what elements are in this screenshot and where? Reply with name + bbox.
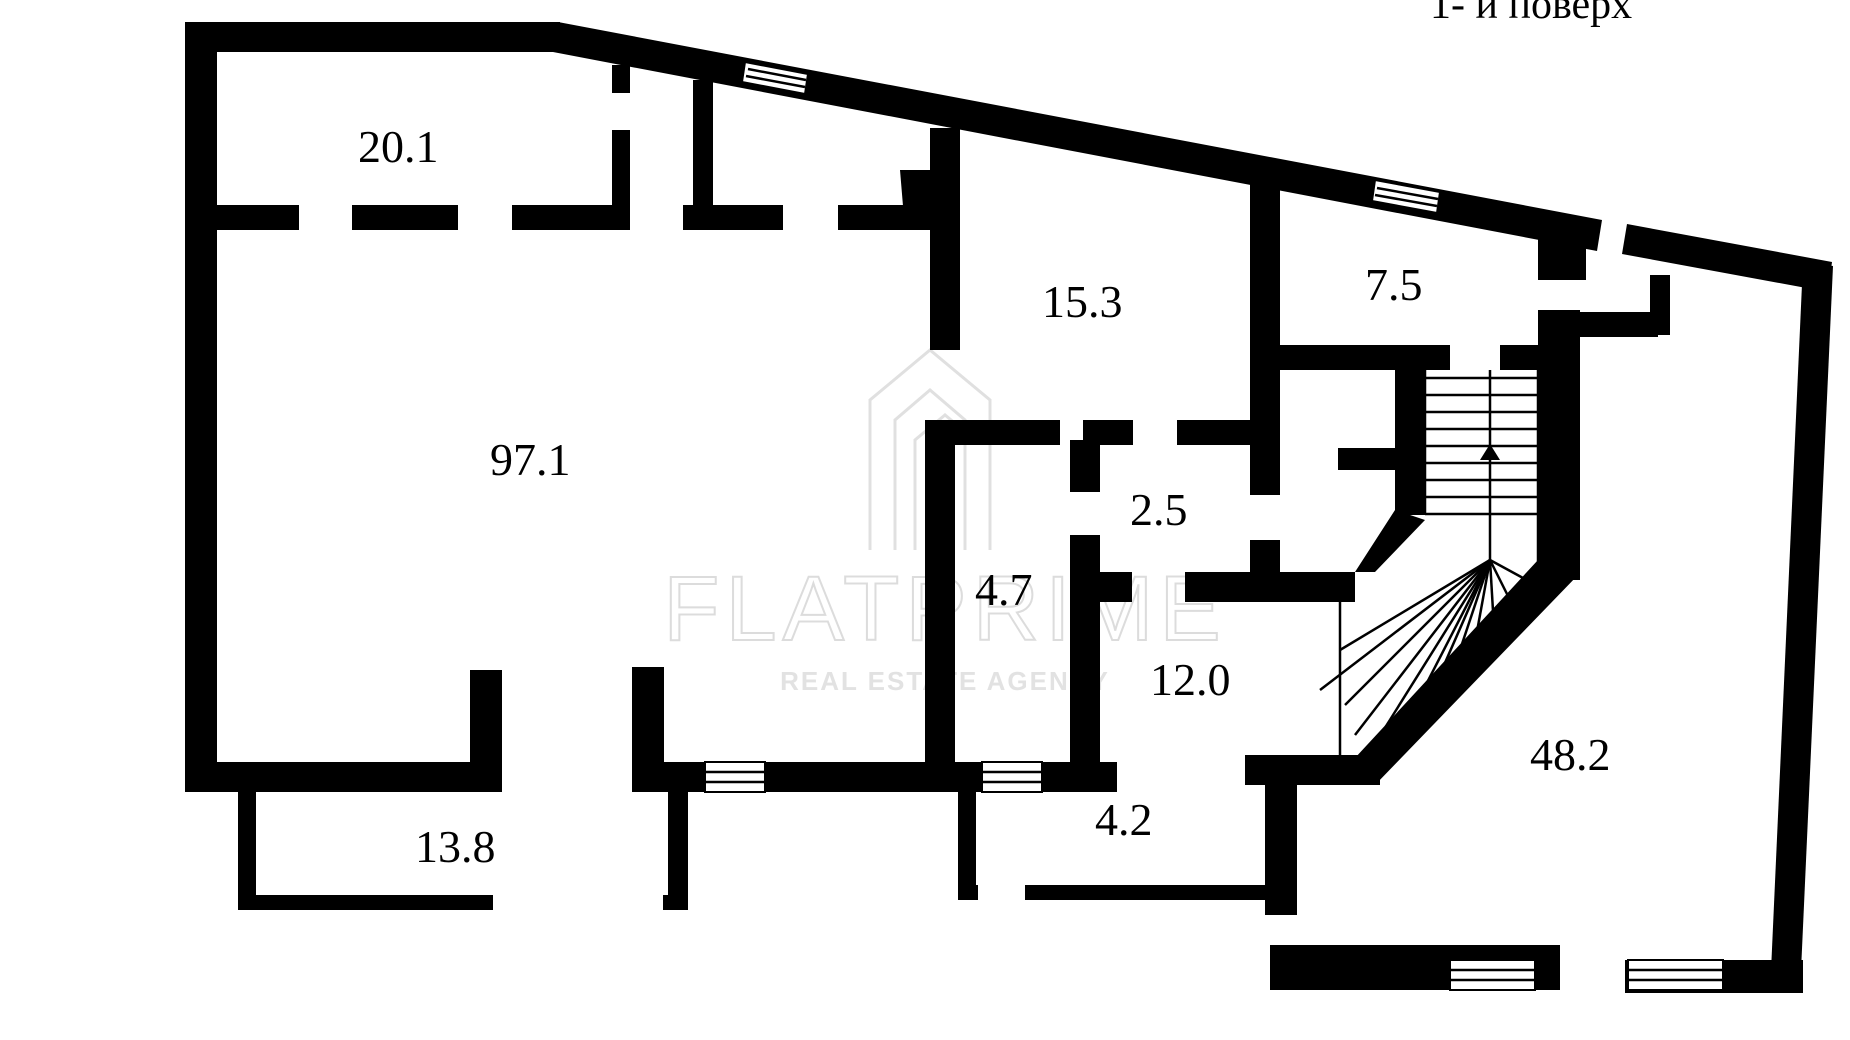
room-area-label: 12.0 xyxy=(1150,654,1231,705)
window-bottom-482-left xyxy=(1449,959,1536,991)
stair-straight-run xyxy=(1423,370,1540,570)
room-area-label: 20.1 xyxy=(358,121,439,172)
room-area-label: 4.7 xyxy=(975,564,1033,615)
stair-up-arrow-icon xyxy=(1480,444,1500,460)
floor-title: 1- й поверх xyxy=(1430,0,1632,28)
window-bottom-971 xyxy=(704,761,766,793)
window-top-right xyxy=(1370,178,1442,215)
room-area-label: 13.8 xyxy=(415,821,496,872)
room-area-label: 2.5 xyxy=(1130,484,1188,535)
walls xyxy=(185,22,1833,993)
room-labels: 20.1 97.1 15.3 7.5 2.5 4.7 12.0 48.2 13.… xyxy=(358,121,1611,872)
windows xyxy=(704,60,1724,991)
room-area-label: 7.5 xyxy=(1365,259,1423,310)
stair-winder xyxy=(1319,558,1546,756)
room-area-label: 4.2 xyxy=(1095,794,1153,845)
window-bottom-47 xyxy=(981,761,1043,793)
window-top-left xyxy=(740,60,810,96)
window-bottom-482-right xyxy=(1627,959,1724,991)
room-area-label: 97.1 xyxy=(490,434,571,485)
room-area-label: 15.3 xyxy=(1042,276,1123,327)
room-area-label: 48.2 xyxy=(1530,729,1611,780)
staircase xyxy=(1319,370,1546,756)
